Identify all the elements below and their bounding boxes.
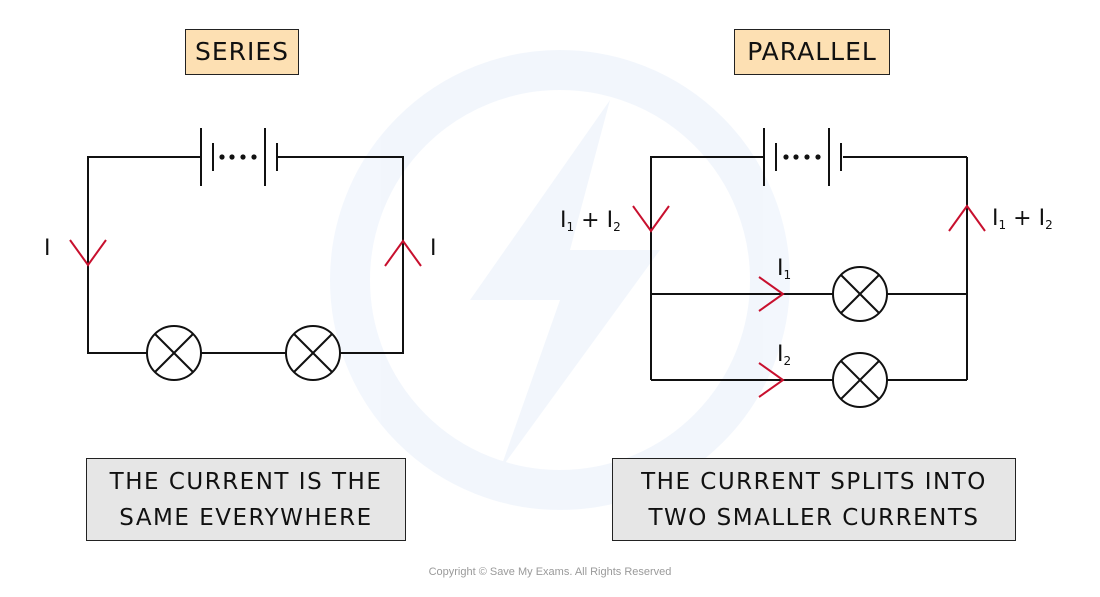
parallel-arrow-down: [632, 205, 670, 233]
series-current-arrows: [69, 239, 422, 267]
parallel-arrow-branch-2: [758, 362, 785, 398]
parallel-wire-main: [650, 156, 968, 380]
parallel-current-total-right: I1 + I2: [992, 206, 1053, 232]
parallel-lamp-2: [832, 352, 888, 408]
parallel-arrow-up: [948, 204, 986, 232]
series-arrow-down: [69, 239, 107, 267]
parallel-circuit: [650, 128, 968, 408]
series-arrow-up: [384, 239, 422, 267]
parallel-lamp-1: [832, 266, 888, 322]
parallel-current-branch-1: I1: [777, 256, 792, 282]
parallel-battery-dots: [783, 154, 821, 160]
series-caption-line-2: SAME EVERYWHERE: [119, 505, 373, 531]
series-current-label-right: I: [430, 236, 437, 261]
series-battery-dots: [219, 154, 257, 160]
series-caption-line-1: THE CURRENT IS THE: [109, 469, 383, 495]
copyright-notice: Copyright © Save My Exams. All Rights Re…: [428, 566, 672, 578]
parallel-label: PARALLEL: [734, 29, 890, 75]
series-current-label-left: I: [44, 236, 51, 261]
series-label: SERIES: [185, 29, 299, 75]
parallel-caption-line-1: THE CURRENT SPLITS INTO: [641, 469, 987, 495]
watermark-logo: [330, 50, 790, 510]
series-caption: THE CURRENT IS THE SAME EVERYWHERE: [86, 458, 406, 541]
parallel-caption-line-2: TWO SMALLER CURRENTS: [648, 505, 980, 531]
parallel-current-arrows: [632, 204, 986, 398]
series-lamp-1: [146, 325, 202, 381]
series-wire: [87, 156, 404, 354]
parallel-arrow-branch-1: [758, 276, 785, 312]
parallel-current-branch-2: I2: [777, 342, 792, 368]
parallel-current-total-left: I1 + I2: [560, 208, 621, 234]
series-lamp-2: [285, 325, 341, 381]
parallel-battery-symbol: [763, 128, 842, 186]
series-battery-symbol: [200, 128, 278, 186]
series-circuit: [87, 128, 404, 381]
parallel-caption: THE CURRENT SPLITS INTO TWO SMALLER CURR…: [612, 458, 1016, 541]
